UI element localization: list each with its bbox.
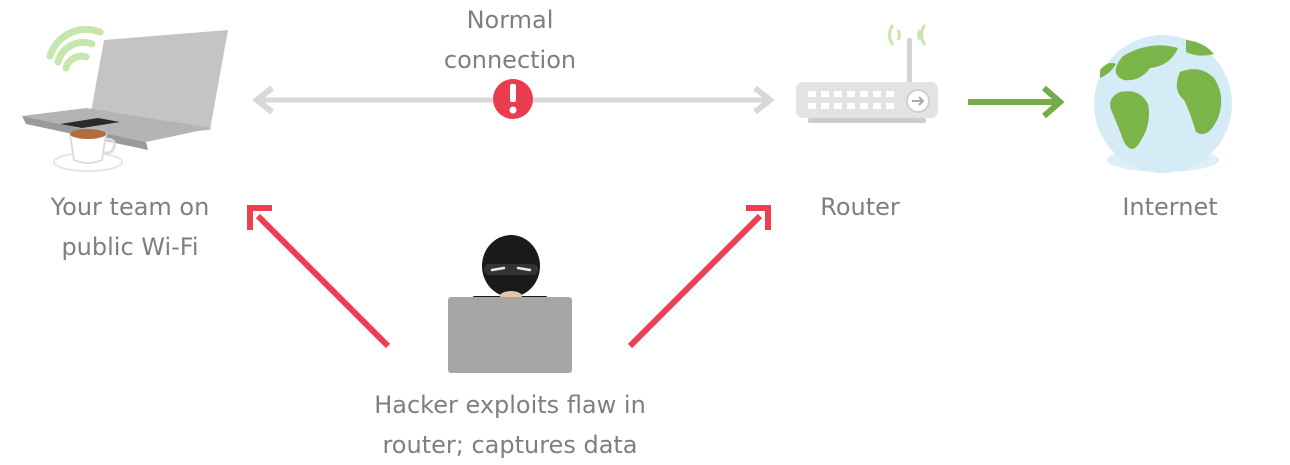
attack-arrow-left bbox=[247, 205, 391, 349]
team-label-line1: Your team on bbox=[50, 193, 210, 221]
wifi-icon bbox=[46, 25, 104, 72]
normal-connection-label-line1: Normal bbox=[466, 6, 554, 34]
normal-connection-label-line2: connection bbox=[443, 46, 577, 74]
router-icon bbox=[796, 24, 938, 123]
internet-label-text: Internet bbox=[1122, 193, 1218, 221]
internet-arrow bbox=[968, 85, 1065, 119]
attack-arrow-right bbox=[627, 205, 771, 349]
laptop-icon bbox=[22, 30, 228, 150]
team-label-line2: public Wi-Fi bbox=[61, 233, 199, 261]
team-label: Your team on public Wi-Fi bbox=[10, 187, 250, 267]
router-label-text: Router bbox=[820, 193, 900, 221]
exclamation-alert-icon bbox=[493, 79, 533, 119]
normal-connection-label: Normal connection bbox=[390, 0, 630, 80]
coffee-cup-icon bbox=[53, 129, 123, 172]
hacker-label-line1: Hacker exploits flaw in bbox=[374, 391, 646, 419]
hacker-icon bbox=[448, 235, 572, 373]
globe-icon bbox=[1094, 35, 1232, 173]
hacker-label: Hacker exploits flaw in router; captures… bbox=[320, 385, 700, 465]
router-label: Router bbox=[780, 187, 940, 227]
hacker-label-line2: router; captures data bbox=[382, 431, 638, 459]
internet-label: Internet bbox=[1090, 187, 1250, 227]
